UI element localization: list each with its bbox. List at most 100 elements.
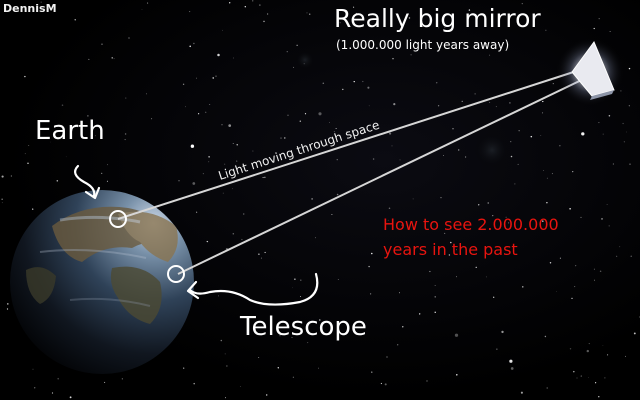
star — [299, 295, 301, 297]
star — [292, 287, 293, 289]
star — [530, 135, 533, 138]
star — [69, 396, 72, 399]
star — [543, 169, 545, 171]
star — [267, 13, 269, 15]
star — [182, 83, 185, 85]
star — [628, 105, 630, 107]
star — [398, 292, 401, 294]
earth-globe — [10, 190, 194, 374]
star — [101, 43, 103, 45]
star — [27, 162, 29, 164]
star — [104, 381, 106, 383]
star — [440, 197, 442, 199]
star — [573, 370, 575, 373]
star — [593, 27, 595, 30]
telescope-arrow — [188, 272, 319, 306]
star — [510, 155, 513, 158]
star — [399, 159, 401, 161]
star — [510, 141, 512, 143]
star — [208, 156, 210, 158]
star — [342, 88, 344, 91]
star — [228, 124, 232, 127]
mirror-shape — [556, 38, 624, 106]
star — [57, 377, 59, 380]
star — [88, 58, 90, 60]
star — [388, 207, 391, 210]
star — [260, 257, 262, 259]
star — [622, 122, 624, 125]
star — [244, 6, 246, 8]
star — [6, 308, 9, 310]
star — [336, 193, 339, 196]
star — [434, 296, 436, 298]
star — [426, 380, 428, 382]
star — [233, 57, 234, 59]
star — [389, 132, 392, 135]
star — [489, 54, 491, 56]
star — [386, 356, 388, 358]
star — [434, 285, 436, 286]
star — [569, 208, 571, 210]
star — [443, 155, 444, 156]
star — [544, 335, 547, 338]
star — [594, 279, 595, 281]
star — [630, 255, 632, 257]
telescope-label: Telescope — [240, 312, 367, 342]
star — [419, 313, 421, 315]
star — [193, 382, 195, 385]
star — [450, 241, 452, 244]
star — [492, 214, 494, 217]
star — [580, 216, 582, 218]
star — [192, 182, 196, 185]
star — [335, 128, 337, 129]
star — [493, 296, 495, 298]
star — [40, 1, 42, 3]
star — [318, 112, 322, 116]
star — [435, 81, 438, 84]
star — [236, 144, 238, 146]
star — [546, 177, 548, 179]
star — [196, 77, 197, 79]
star — [304, 113, 307, 115]
star — [287, 114, 289, 116]
star — [510, 367, 514, 370]
star — [293, 66, 295, 68]
star — [185, 106, 186, 108]
star — [1, 202, 3, 204]
star — [422, 26, 424, 27]
star — [545, 29, 547, 31]
star — [575, 265, 577, 267]
star — [215, 75, 217, 77]
star — [581, 132, 585, 136]
star — [299, 120, 302, 122]
star — [353, 6, 355, 8]
star — [212, 77, 214, 79]
star — [279, 335, 281, 337]
star — [178, 180, 180, 182]
star — [101, 172, 103, 175]
star — [241, 238, 243, 241]
star — [322, 82, 325, 85]
star — [633, 332, 636, 335]
star — [487, 202, 489, 204]
earth-arrow — [74, 164, 96, 198]
star — [623, 141, 625, 143]
star — [542, 100, 544, 103]
star — [371, 252, 373, 255]
star — [559, 257, 561, 259]
star — [496, 348, 498, 350]
star — [128, 37, 130, 39]
star — [608, 225, 610, 227]
star — [308, 13, 311, 15]
star — [141, 9, 143, 10]
light-ray-outgoing — [117, 67, 587, 220]
star — [258, 253, 260, 255]
star — [263, 20, 265, 23]
star — [32, 368, 34, 370]
mirror-distance: (1.000.000 light years away) — [336, 38, 510, 52]
star — [391, 21, 392, 23]
star — [190, 144, 195, 148]
star — [280, 137, 282, 139]
star — [609, 31, 611, 33]
